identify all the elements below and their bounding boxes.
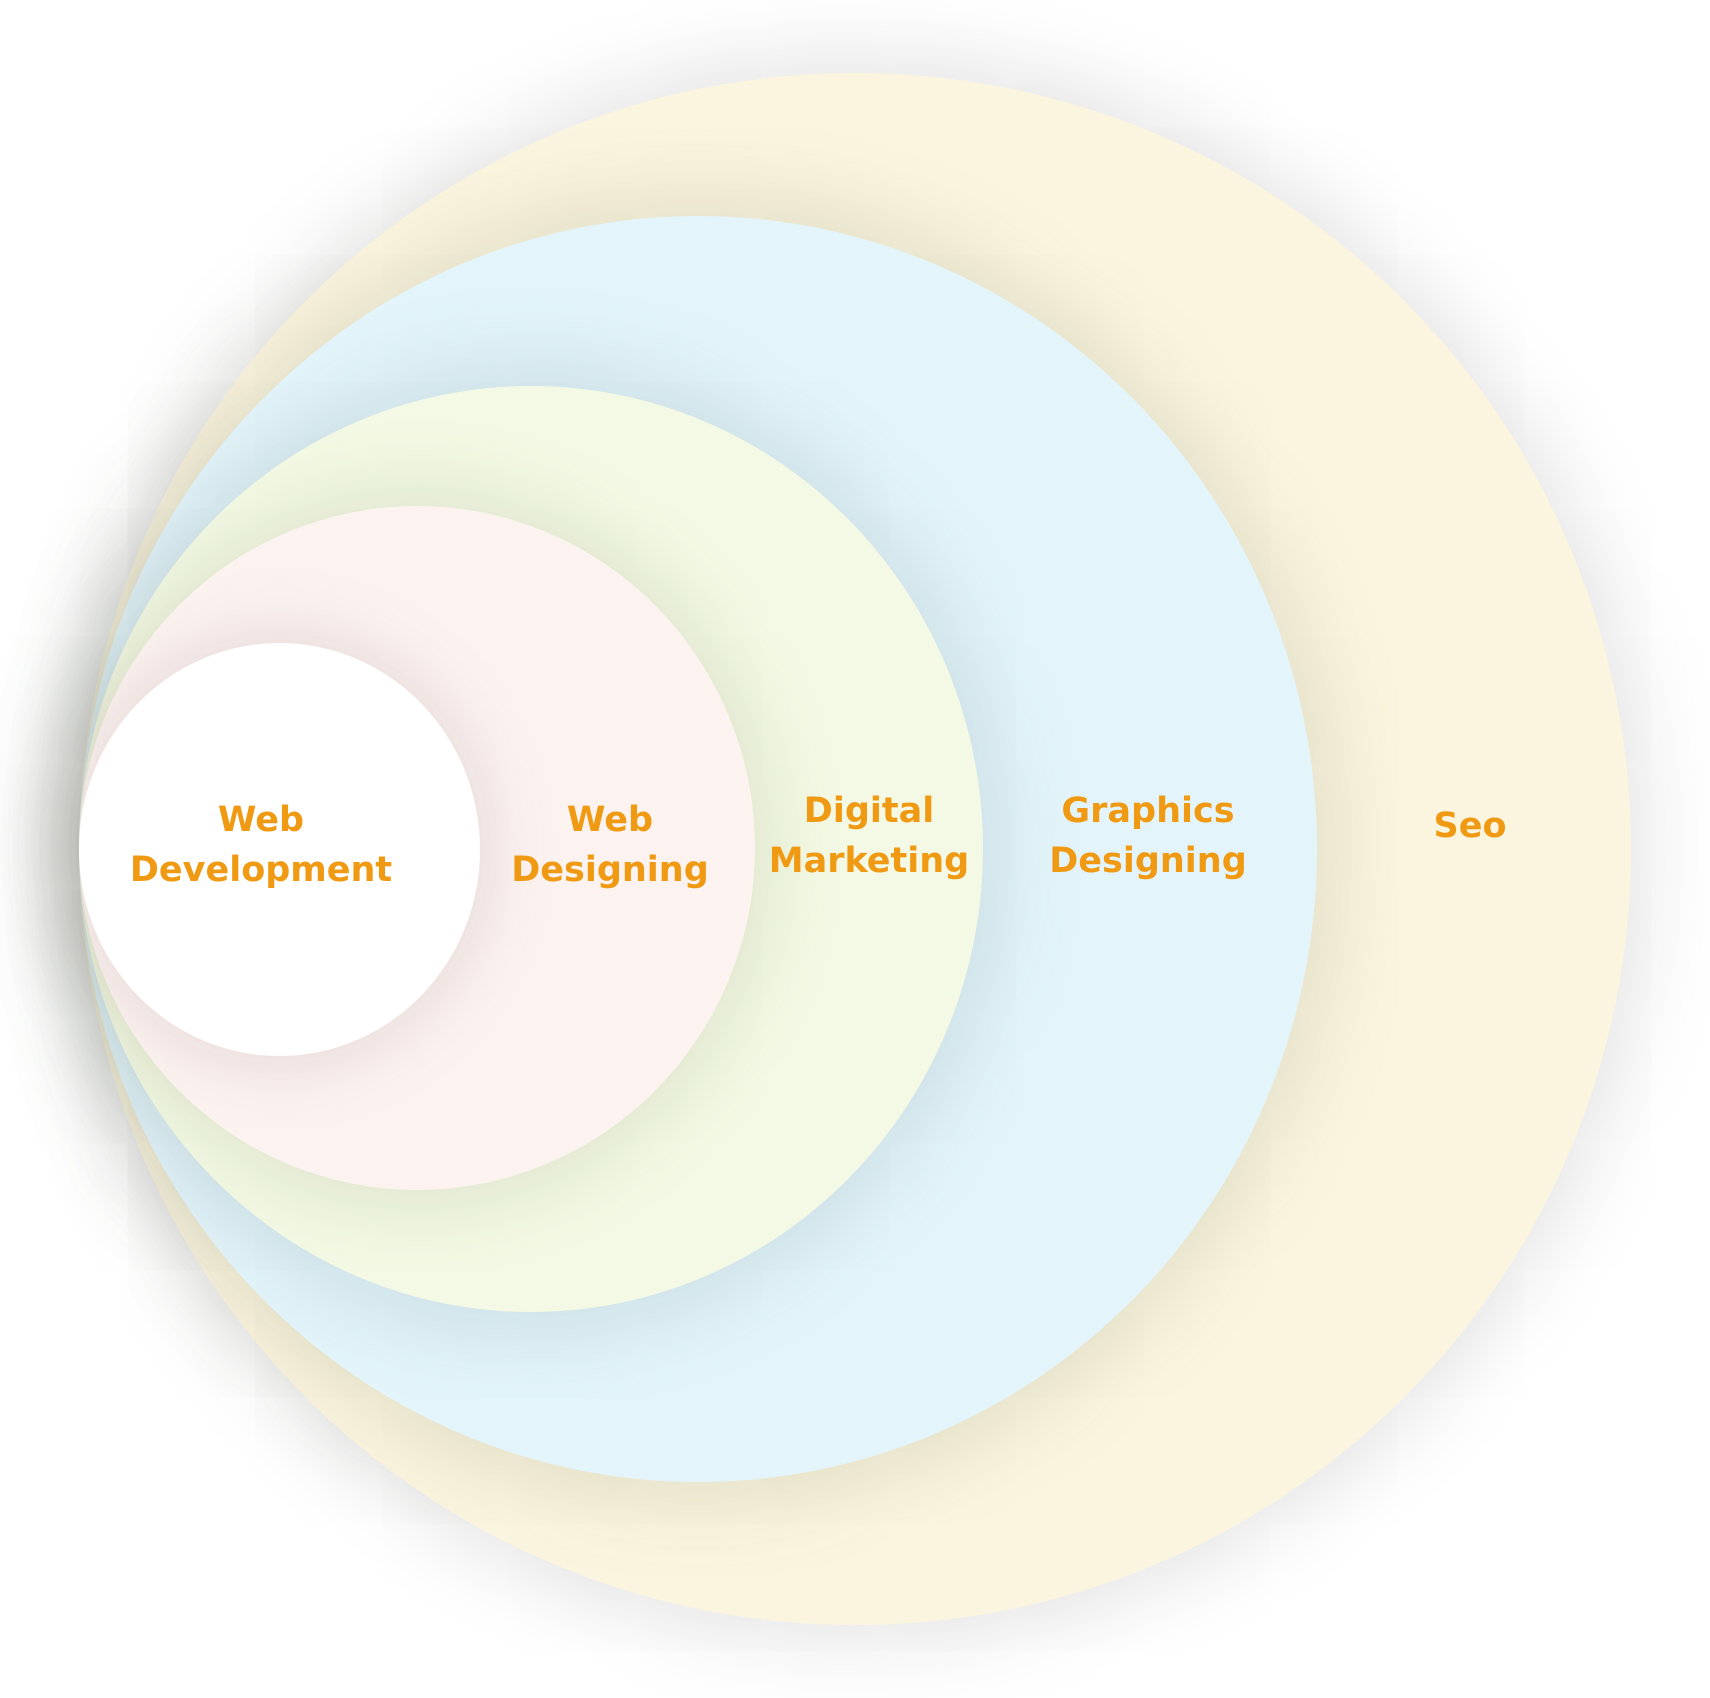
label-web-designing: Web Designing	[511, 800, 709, 890]
label-graphics-designing: Graphics Designing	[1049, 791, 1247, 881]
label-seo: Seo	[1433, 806, 1507, 846]
label-digital-marketing: Digital Marketing	[768, 791, 970, 881]
circle-web-development	[79, 643, 480, 1056]
label-web-development: Web Development	[129, 800, 393, 890]
